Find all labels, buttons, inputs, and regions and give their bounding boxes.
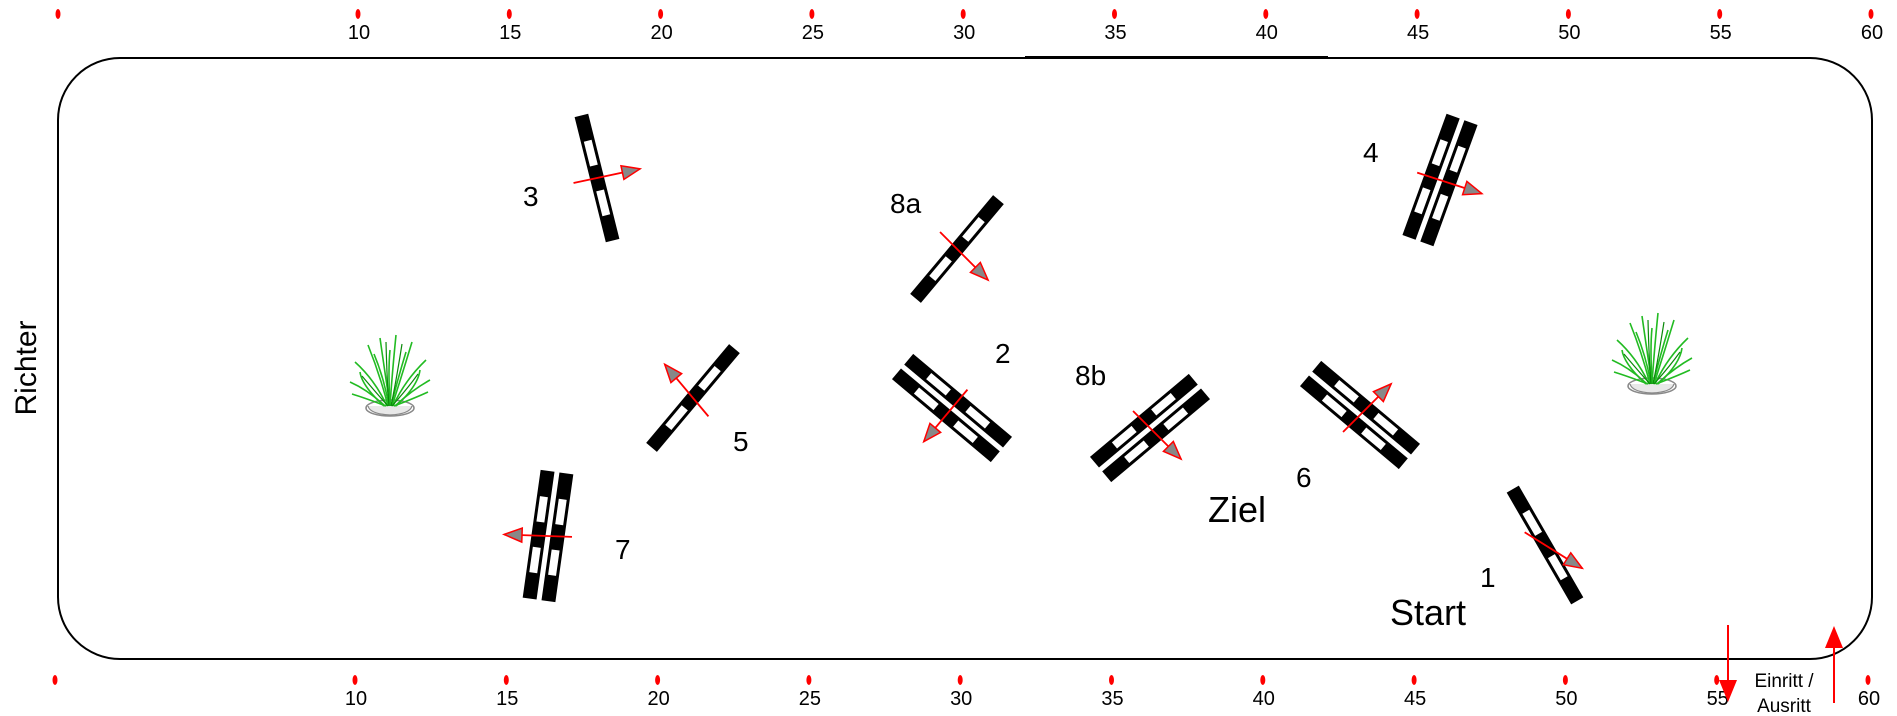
scale-dot xyxy=(503,675,509,685)
scale-dot xyxy=(1109,675,1114,685)
scale-label: 50 xyxy=(1558,22,1580,44)
scale-dot xyxy=(658,9,664,19)
scale-label: 10 xyxy=(345,688,367,710)
scale-dot xyxy=(809,9,815,19)
scale-label: 60 xyxy=(1858,688,1880,710)
scale-dot xyxy=(1411,675,1417,685)
scale-label: 20 xyxy=(647,688,669,710)
scale-dot xyxy=(355,9,361,19)
scale-dot xyxy=(52,675,58,685)
scale-label: 55 xyxy=(1710,22,1732,44)
direction-arrow-head xyxy=(1461,180,1484,196)
direction-arrow-head xyxy=(1372,382,1393,403)
obstacle-label-2: 2 xyxy=(995,338,1011,369)
scale-label: 15 xyxy=(496,688,518,710)
scale-dot xyxy=(1865,675,1871,685)
scale-label: 35 xyxy=(1104,22,1126,44)
obstacle-label-8a: 8a xyxy=(890,188,922,219)
scale-label: 10 xyxy=(348,22,370,44)
obstacle-7 xyxy=(522,469,574,603)
scale-dot xyxy=(806,675,812,685)
scale-dot xyxy=(352,675,358,685)
scale-dot xyxy=(655,675,661,685)
scale-dot xyxy=(1263,9,1269,19)
scale-label: 60 xyxy=(1861,22,1883,44)
scale-dot xyxy=(1112,9,1117,19)
scale-dot xyxy=(55,9,61,19)
bottom-scale: 10 15 20 25 30 35 40 45 50 55 60 xyxy=(52,675,1880,710)
scale-dot xyxy=(1414,9,1420,19)
entry-label-line2: Ausritt xyxy=(1757,696,1812,716)
entry-exit: Einritt / Ausritt xyxy=(1719,625,1843,716)
scale-label: 55 xyxy=(1707,688,1729,710)
top-scale: 10 15 20 25 30 35 40 45 50 55 60 xyxy=(55,9,1883,44)
scale-dot xyxy=(506,9,512,19)
scale-label: 25 xyxy=(799,688,821,710)
entry-label-line1: Einritt / xyxy=(1754,671,1814,692)
direction-arrow-head xyxy=(1562,551,1585,570)
scale-dot xyxy=(1260,675,1266,685)
obstacle-label-3: 3 xyxy=(523,181,539,212)
obstacle-label-6: 6 xyxy=(1296,462,1312,493)
scale-label: 40 xyxy=(1256,22,1278,44)
scale-dot xyxy=(960,9,966,19)
plant-icon xyxy=(1611,312,1693,395)
direction-arrow-head xyxy=(1162,440,1183,461)
scale-dot xyxy=(1868,9,1874,19)
obstacle-label-7: 7 xyxy=(615,534,631,565)
scale-dot xyxy=(957,675,963,685)
direction-arrow-head xyxy=(663,362,683,384)
direction-arrow-head xyxy=(620,164,643,181)
obstacle-label-4: 4 xyxy=(1363,137,1379,168)
direction-arrow-head xyxy=(922,422,942,444)
entry-arrow-head xyxy=(1825,626,1843,648)
pole xyxy=(541,472,574,603)
arena-boundary xyxy=(57,57,1873,660)
start-label: Start xyxy=(1390,592,1466,633)
scale-label: 45 xyxy=(1404,688,1426,710)
scale-dot xyxy=(1717,9,1723,19)
exit-arrow-head xyxy=(1719,680,1737,702)
plant-icon xyxy=(349,334,431,417)
finish-label: Ziel xyxy=(1208,489,1266,530)
scale-label: 30 xyxy=(953,22,975,44)
scale-label: 30 xyxy=(950,688,972,710)
obstacle-label-1: 1 xyxy=(1480,562,1496,593)
scale-label: 45 xyxy=(1407,22,1429,44)
pole xyxy=(522,469,555,600)
scale-label: 40 xyxy=(1253,688,1275,710)
scale-dot xyxy=(1714,675,1720,685)
scale-label: 35 xyxy=(1101,688,1123,710)
scale-label: 50 xyxy=(1555,688,1577,710)
judge-label: Richter xyxy=(10,320,43,415)
obstacle-label-8b: 8b xyxy=(1075,360,1106,391)
scale-label: 15 xyxy=(499,22,521,44)
scale-dot xyxy=(1565,9,1571,19)
direction-arrow-head xyxy=(501,527,524,544)
obstacle-label-5: 5 xyxy=(733,426,749,457)
scale-label: 20 xyxy=(650,22,672,44)
scale-dot xyxy=(1562,675,1568,685)
scale-label: 25 xyxy=(802,22,824,44)
direction-arrow-head xyxy=(969,261,990,282)
obstacles xyxy=(501,113,1585,605)
